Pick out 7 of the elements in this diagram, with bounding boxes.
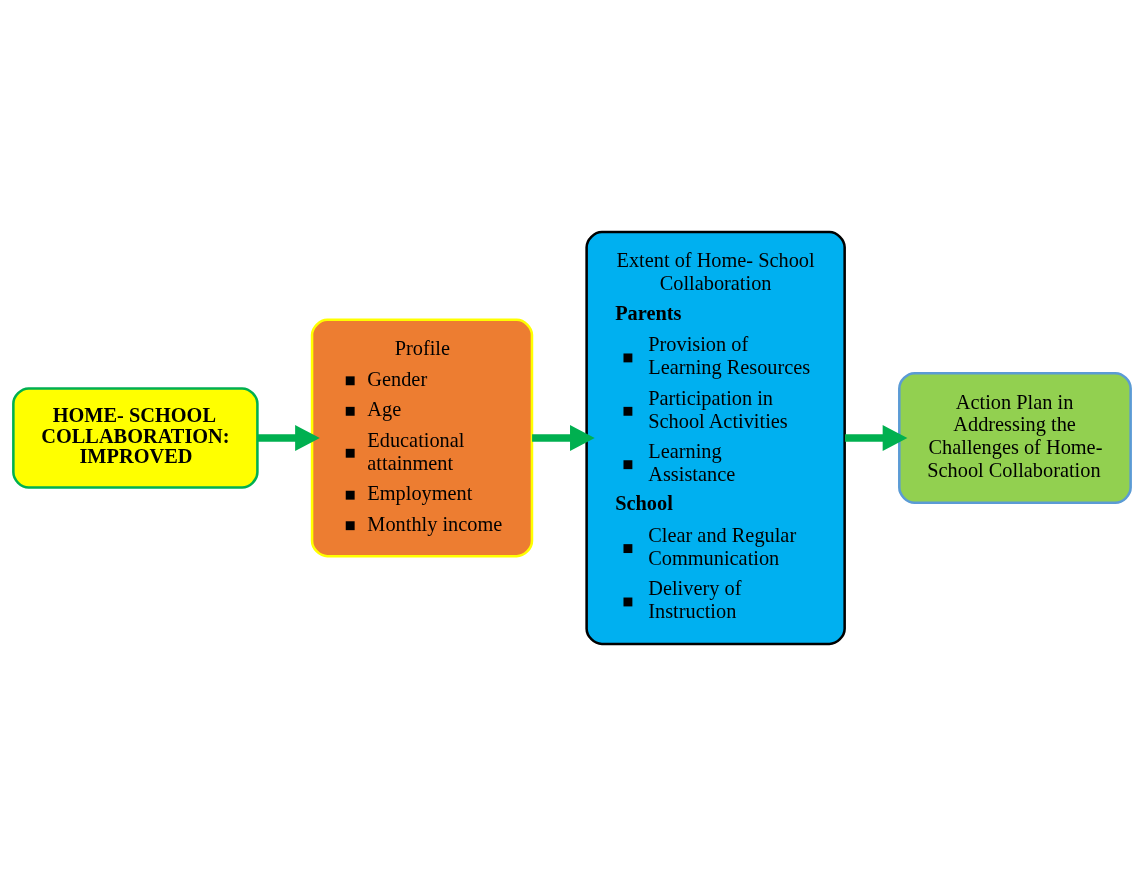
node-box: Profile Gender Age Educational attainment Employment Monthly income bbox=[310, 318, 534, 557]
node-box: Extent of Home- School Collaboration Parents Provision of Learning Resources Participation in School Activities Learning Assistance School Clear and Regular Communication Delivery of Instruction bbox=[585, 230, 846, 645]
node-box: Action Plan in Addressing the Challenges of Home- School Collaboration bbox=[898, 371, 1132, 504]
arrow bbox=[257, 424, 320, 451]
arrow bbox=[532, 424, 595, 451]
arrow bbox=[844, 424, 908, 451]
node-box: HOME- SCHOOL COLLABORATION: IMPROVED bbox=[12, 386, 259, 489]
